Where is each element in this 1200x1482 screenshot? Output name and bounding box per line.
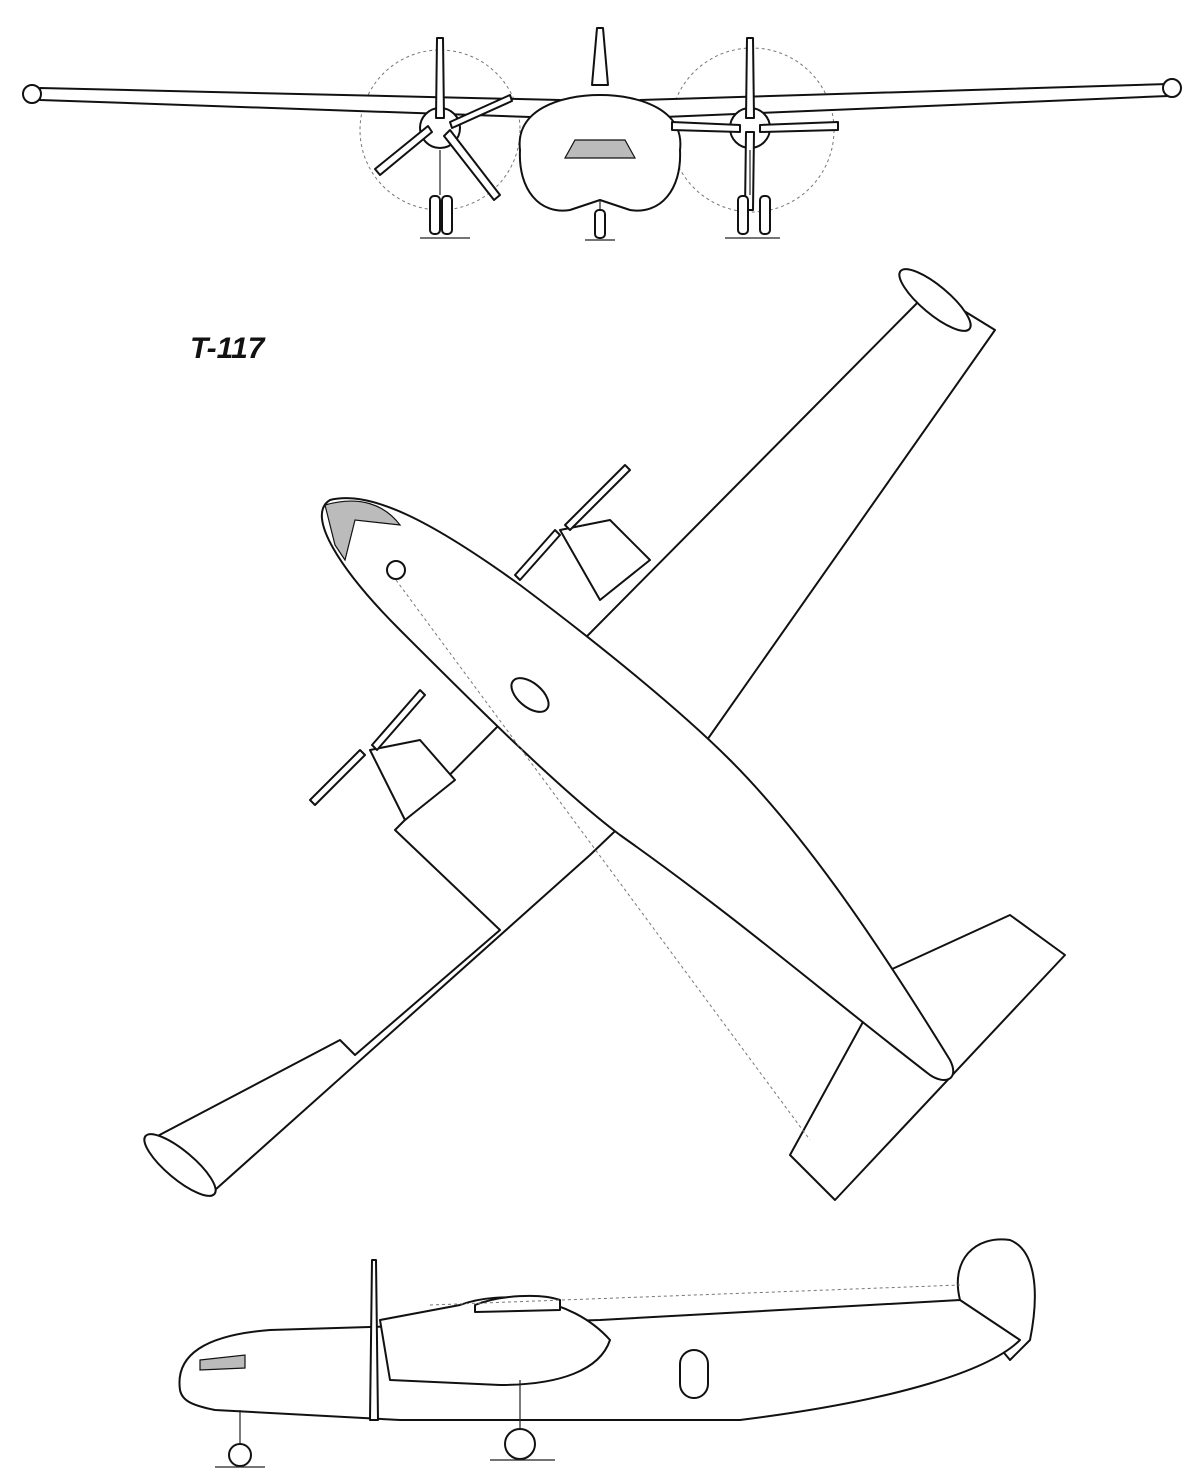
cockpit-glazing-front (563, 139, 637, 159)
ground-line-front (420, 237, 780, 241)
ground-line-side (215, 1459, 555, 1468)
fuselage-side (178, 1299, 1021, 1421)
left-propeller-blades (374, 37, 513, 201)
right-wingtip-float (1162, 78, 1182, 98)
left-wingtip-float (22, 84, 42, 104)
cockpit-glazing-top (324, 500, 402, 562)
wing-root-fairing-side (474, 1294, 561, 1313)
antenna-wire-side (429, 1284, 961, 1306)
cockpit-windows-side (199, 1354, 246, 1371)
door-side (679, 1349, 709, 1399)
nose-wheel-side (228, 1443, 252, 1467)
right-propeller-blades (671, 37, 839, 211)
right-wing-front (639, 83, 1169, 119)
engine-nacelle-side (379, 1296, 611, 1386)
left-propeller-top (309, 689, 426, 806)
nose-wheel-front (594, 209, 606, 239)
right-wingtip-float-top (898, 268, 972, 332)
top-view (143, 268, 1066, 1201)
right-main-wheel-1 (737, 195, 749, 235)
side-view (178, 1238, 1036, 1468)
front-view (22, 27, 1182, 241)
turret-top (510, 677, 550, 713)
landing-gear-side (239, 1380, 521, 1445)
right-nacelle-top (559, 519, 651, 601)
aircraft-designation: T-117 (190, 332, 265, 365)
right-propeller-top (514, 464, 631, 581)
left-prop-disc (359, 49, 521, 211)
left-main-wheel-2 (441, 195, 453, 235)
tail-fin-side (956, 1238, 1036, 1361)
main-wheel-side (504, 1428, 536, 1460)
fuselage-top (320, 497, 955, 1081)
tail-fin-front (591, 27, 609, 86)
left-nacelle-top (369, 739, 456, 821)
antenna-wire-top (395, 579, 811, 1141)
astrodome-top (386, 560, 406, 580)
left-main-wheel-1 (429, 195, 441, 235)
left-wingtip-float-top (143, 1133, 217, 1197)
right-main-wheel-2 (759, 195, 771, 235)
propeller-side (369, 1259, 379, 1421)
